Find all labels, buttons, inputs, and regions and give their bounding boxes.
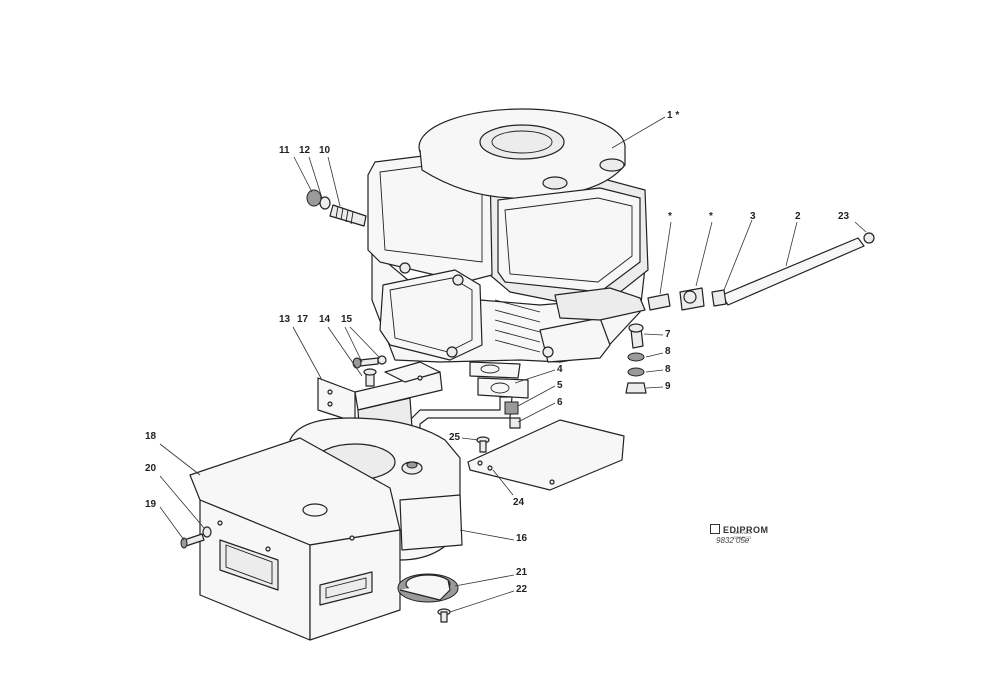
callout-21: 21 (516, 567, 528, 578)
outlet-clamp-21 (397, 573, 459, 603)
cylinder-fins (494, 299, 541, 353)
callout-25: 25 (449, 432, 461, 443)
callout-16: 16 (516, 533, 528, 544)
publisher-brand: EDIPROM (723, 525, 769, 535)
callout-4: 4 (557, 364, 563, 375)
callout-17: 17 (297, 314, 309, 325)
callout-2: 2 (795, 211, 801, 222)
callout-8-upper: 8 (665, 346, 671, 357)
callout-23: 23 (838, 211, 850, 222)
bolt-assembly-10-11-12 (306, 189, 367, 227)
engine-assembly (367, 108, 649, 363)
callout-14: 14 (319, 314, 331, 325)
fastener-stack-7-8-9 (625, 323, 647, 394)
screw-25 (476, 436, 490, 453)
callout-3: 3 (750, 211, 756, 222)
callout-22: 22 (516, 584, 528, 595)
publisher-mark: EDIPROM SERVIZIO GRAFICO 9832 05e (710, 520, 769, 545)
callout-star-fitting: * (709, 211, 713, 222)
heat-shield-plate-24 (467, 419, 625, 491)
callout-star-tap: * (668, 211, 672, 222)
exhaust-gasket-and-pipe (409, 361, 529, 441)
callout-1: 1 * (667, 110, 680, 121)
callout-20: 20 (145, 463, 157, 474)
callout-24: 24 (513, 497, 525, 508)
publisher-logo-icon (710, 524, 720, 534)
callout-11: 11 (279, 145, 290, 156)
leader-lines (159, 116, 867, 613)
drawing-code: 9832 05e (716, 536, 750, 545)
callout-5: 5 (557, 380, 563, 391)
callout-8-lower: 8 (665, 364, 671, 375)
callout-6: 6 (557, 397, 563, 408)
publisher-subtitle: SERVIZIO GRAFICO (733, 530, 752, 540)
callout-19: 19 (145, 499, 157, 510)
fuel-line-group (647, 232, 875, 311)
bracket-fasteners (352, 355, 387, 387)
screw-22 (437, 608, 451, 623)
callout-12: 12 (299, 145, 311, 156)
callout-10: 10 (319, 145, 331, 156)
callout-15: 15 (341, 314, 353, 325)
callout-9: 9 (665, 381, 671, 392)
muffler-guard-18 (189, 437, 401, 641)
callout-7: 7 (665, 329, 671, 340)
callout-13: 13 (279, 314, 291, 325)
guard-fasteners-19-20 (180, 526, 212, 549)
callout-18: 18 (145, 431, 157, 442)
